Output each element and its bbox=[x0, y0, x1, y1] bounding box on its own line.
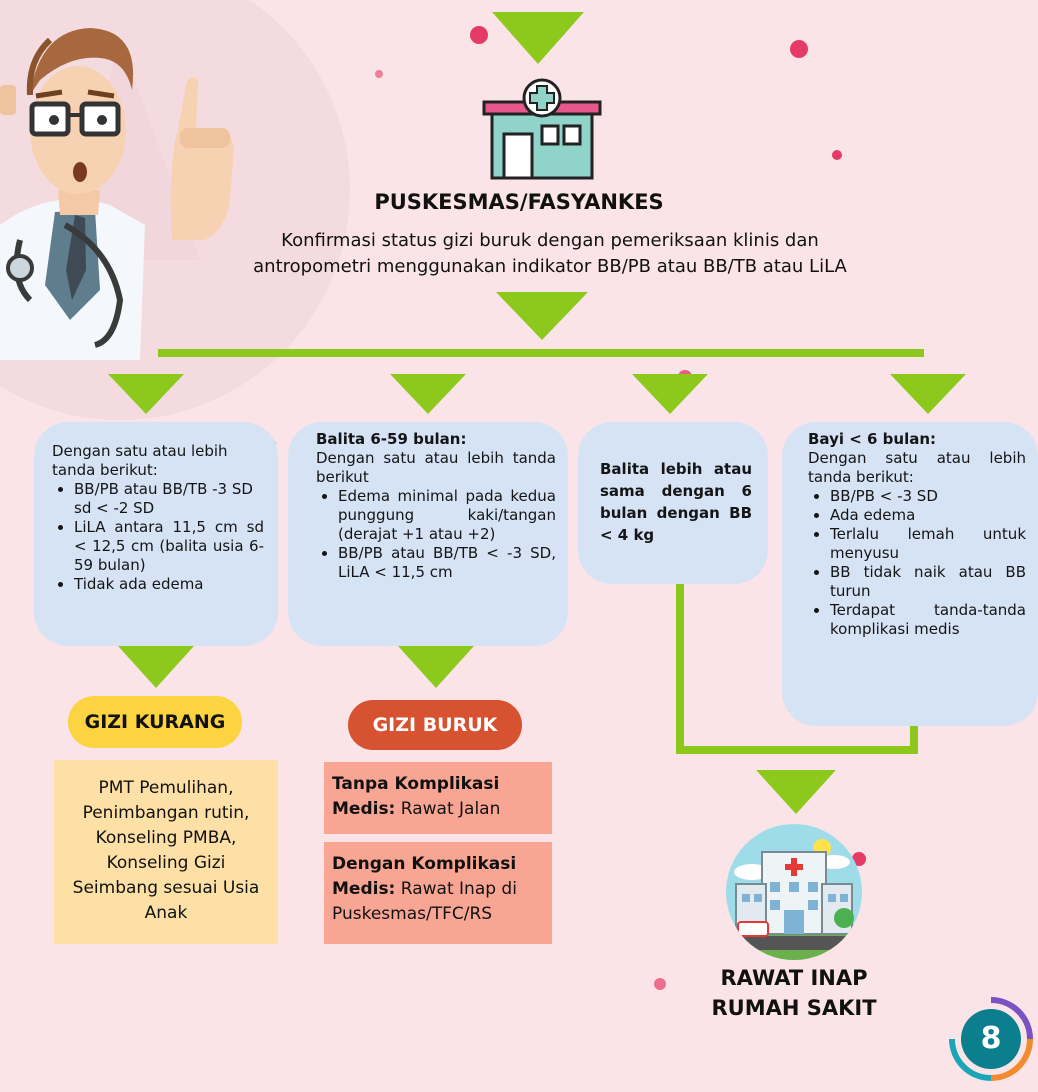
gizi-buruk-tanpa-komplikasi: Tanpa Komplikasi Medis: Rawat Jalan bbox=[324, 762, 552, 834]
list-item: BB/PB atau BB/TB < -3 SD, LiLA < 11,5 cm bbox=[338, 544, 556, 582]
action-line: Seimbang sesuai Usia bbox=[72, 878, 260, 898]
arrow-down-icon bbox=[492, 12, 584, 64]
decor-dot bbox=[654, 978, 666, 990]
list-item: LiLA antara 11,5 cm sd < 12,5 cm (balita… bbox=[74, 518, 264, 575]
criteria-box-bayi: Bayi < 6 bulan: Dengan satu atau lebih t… bbox=[782, 422, 1038, 726]
dengan-label: Dengan Komplikasi bbox=[332, 854, 517, 874]
box4-intro: Dengan satu atau lebih tanda berikut: bbox=[808, 449, 1026, 486]
decor-dot bbox=[852, 852, 866, 866]
list-item: BB/PB < -3 SD bbox=[830, 487, 1026, 506]
box2-intro: Dengan satu atau lebih tanda berikut bbox=[316, 449, 556, 486]
puskesmas-building-icon bbox=[482, 78, 602, 180]
criteria-box-gizi-kurang: Dengan satu atau lebih tanda berikut: BB… bbox=[34, 422, 278, 646]
arrow-down-icon bbox=[118, 646, 194, 688]
dengan-label: Medis: bbox=[332, 879, 396, 899]
page-number-badge-ring bbox=[949, 997, 1033, 1081]
doctor-illustration bbox=[0, 28, 234, 360]
action-line: Anak bbox=[144, 903, 188, 923]
connector-line bbox=[910, 726, 918, 754]
arrow-down-icon bbox=[496, 292, 588, 340]
box4-title: Bayi < 6 bulan: bbox=[808, 430, 937, 448]
tanpa-action: Rawat Jalan bbox=[395, 799, 501, 819]
dengan-action: Rawat Inap di bbox=[395, 879, 517, 899]
list-item: Edema minimal pada kedua punggung kaki/t… bbox=[338, 487, 556, 544]
list-item: Tidak ada edema bbox=[74, 575, 264, 594]
decor-dot bbox=[470, 26, 488, 44]
hospital-icon bbox=[726, 824, 862, 960]
rawat-inap-label: RAWAT INAP bbox=[720, 966, 868, 990]
list-item: Terlalu lemah untuk menyusu bbox=[830, 525, 1026, 563]
box1-intro: tanda berikut: bbox=[52, 461, 158, 479]
box3-text: Balita lebih atau sama dengan 6 bulan de… bbox=[600, 460, 752, 544]
list-item: BB tidak naik atau BB turun bbox=[830, 563, 1026, 601]
action-line: Konseling Gizi bbox=[106, 853, 226, 873]
action-line: Konseling PMBA, bbox=[95, 828, 237, 848]
decor-dot bbox=[832, 150, 842, 160]
criteria-box-gizi-buruk: Balita 6-59 bulan: Dengan satu atau lebi… bbox=[288, 422, 568, 646]
branch-connector bbox=[158, 349, 924, 357]
box2-title: Balita 6-59 bulan: bbox=[316, 430, 467, 448]
arrow-down-icon bbox=[398, 646, 474, 688]
arrow-down-icon bbox=[108, 374, 184, 414]
arrow-down-icon bbox=[632, 374, 708, 414]
connector-line bbox=[676, 746, 918, 754]
rawat-inap-label: RUMAH SAKIT bbox=[711, 996, 877, 1020]
criteria-box-rujuk: Balita lebih atau sama dengan 6 bulan de… bbox=[578, 422, 768, 584]
list-item: BB/PB atau BB/TB -3 SD sd < -2 SD bbox=[74, 480, 264, 518]
puskesmas-title: PUSKESMAS/FASYANKES bbox=[374, 190, 664, 214]
puskesmas-desc-line1: Konfirmasi status gizi buruk dengan peme… bbox=[281, 230, 819, 251]
box1-intro: Dengan satu atau lebih bbox=[52, 442, 228, 460]
action-line: PMT Pemulihan, bbox=[98, 778, 234, 798]
decor-dot bbox=[375, 70, 383, 78]
list-item: Ada edema bbox=[830, 506, 1026, 525]
tanpa-label: Medis: bbox=[332, 799, 396, 819]
gizi-kurang-badge: GIZI KURANG bbox=[68, 696, 242, 748]
dengan-action: Puskesmas/TFC/RS bbox=[332, 904, 493, 924]
gizi-buruk-dengan-komplikasi: Dengan Komplikasi Medis: Rawat Inap di P… bbox=[324, 842, 552, 944]
arrow-down-icon bbox=[756, 770, 836, 814]
action-line: Penimbangan rutin, bbox=[82, 803, 250, 823]
tanpa-label: Tanpa Komplikasi bbox=[332, 774, 500, 794]
gizi-buruk-badge: GIZI BURUK bbox=[348, 700, 522, 750]
arrow-down-icon bbox=[890, 374, 966, 414]
puskesmas-desc-line2: antropometri menggunakan indikator BB/PB… bbox=[253, 256, 847, 277]
gizi-kurang-actions: PMT Pemulihan, Penimbangan rutin, Konsel… bbox=[54, 760, 278, 944]
connector-line bbox=[676, 584, 684, 754]
decor-dot bbox=[790, 40, 808, 58]
list-item: Terdapat tanda-tanda komplikasi medis bbox=[830, 601, 1026, 639]
arrow-down-icon bbox=[390, 374, 466, 414]
page-number: 8 bbox=[980, 1021, 1002, 1056]
